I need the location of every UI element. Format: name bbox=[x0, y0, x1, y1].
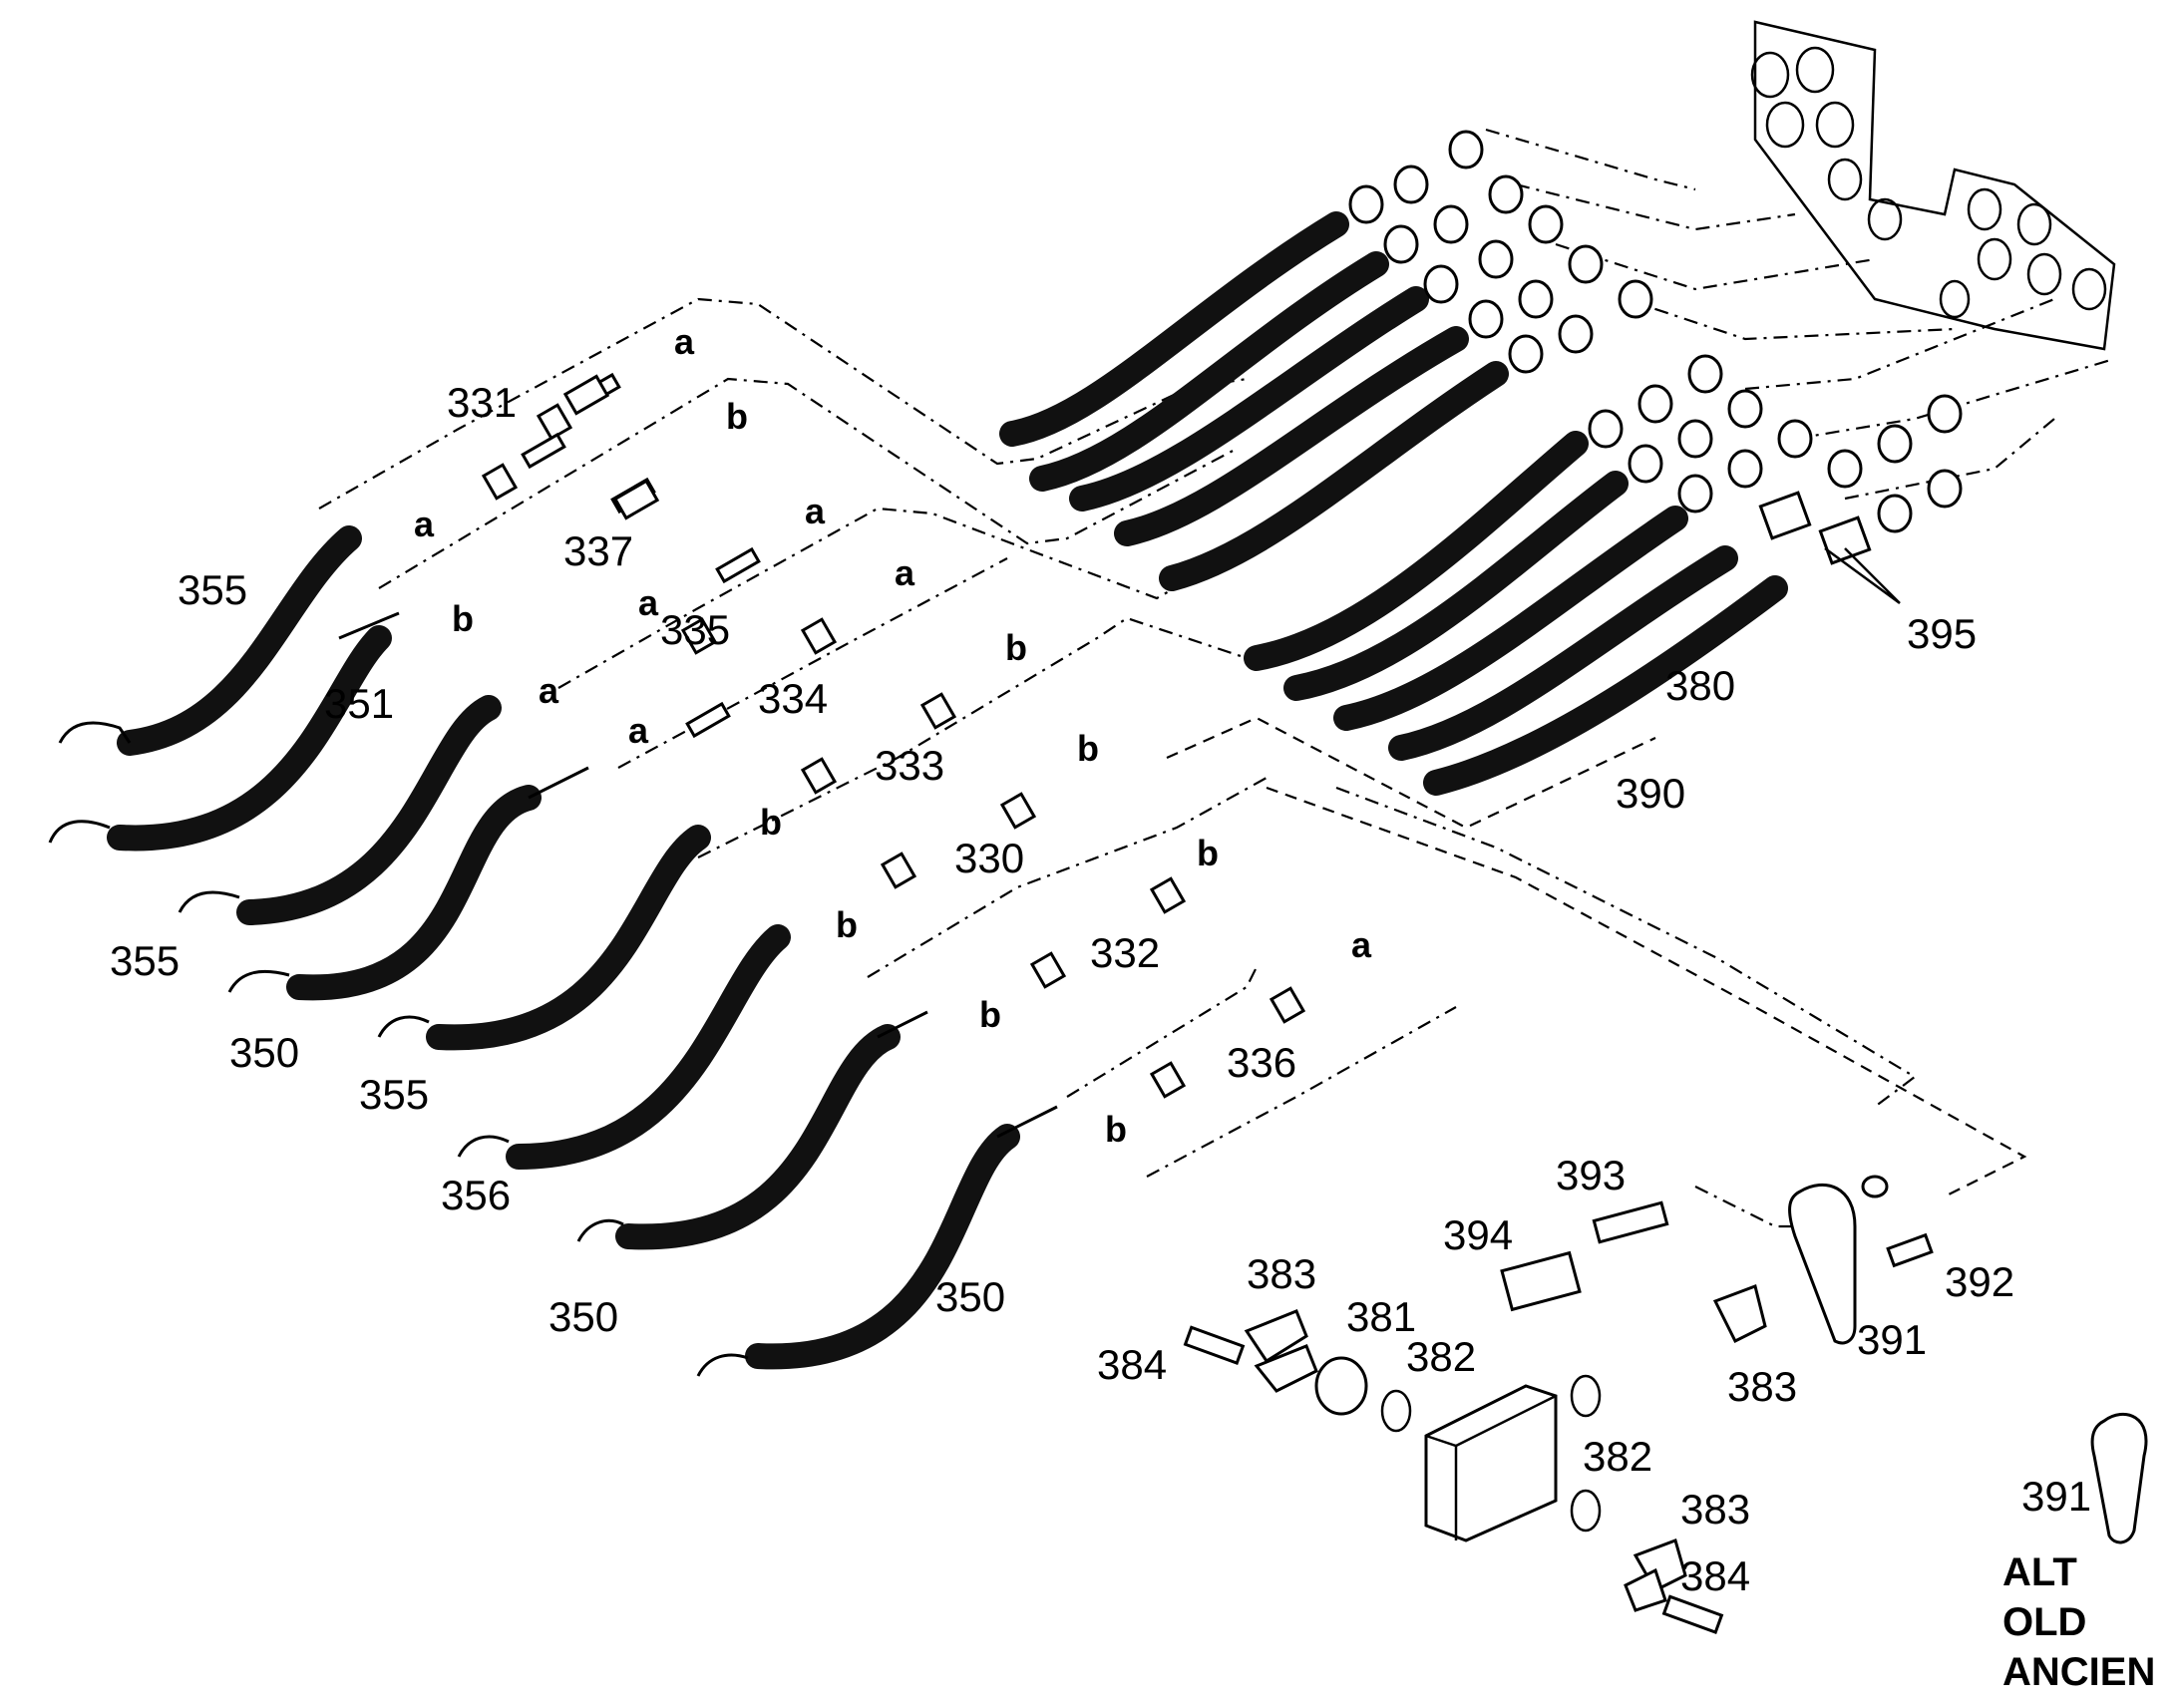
part-label: 383 bbox=[1247, 1250, 1316, 1297]
connection-letter: b bbox=[760, 802, 782, 843]
part-label: 335 bbox=[660, 606, 730, 653]
connection-letter: b bbox=[1005, 627, 1027, 668]
connection-letter: b bbox=[452, 598, 474, 639]
connection-letter: a bbox=[805, 491, 826, 531]
connection-letter: a bbox=[674, 321, 695, 362]
connection-letter: b bbox=[1105, 1109, 1127, 1150]
part-labels: 331 337 355 351 335 334 333 330 355 350 … bbox=[110, 379, 2091, 1599]
part-label: 351 bbox=[324, 680, 394, 727]
connection-letter: b bbox=[1077, 728, 1099, 769]
part-label: 350 bbox=[548, 1293, 618, 1340]
valve-block-assembly bbox=[1183, 1175, 2148, 1634]
note-line: OLD bbox=[2002, 1600, 2086, 1644]
part-label: 391 bbox=[2021, 1473, 2091, 1520]
part-label: 395 bbox=[1907, 610, 1977, 657]
upper-hose-group bbox=[999, 211, 1788, 796]
note-line: ALT bbox=[2002, 1550, 2077, 1594]
connection-letter: a bbox=[1351, 924, 1372, 965]
part-label: 336 bbox=[1227, 1039, 1296, 1086]
part-label: 380 bbox=[1665, 662, 1735, 709]
part-label: 391 bbox=[1857, 1316, 1927, 1363]
part-label: 350 bbox=[229, 1029, 299, 1076]
part-label: 350 bbox=[935, 1273, 1005, 1320]
note-line: ANCIEN bbox=[2002, 1650, 2155, 1694]
part-label: 355 bbox=[359, 1071, 429, 1118]
left-hose-group bbox=[48, 525, 1058, 1377]
part-label: 390 bbox=[1616, 770, 1685, 817]
part-label: 393 bbox=[1556, 1152, 1626, 1198]
part-label: 384 bbox=[1680, 1552, 1750, 1599]
connection-letter: a bbox=[628, 710, 649, 751]
tube-adapters bbox=[481, 372, 1306, 1099]
part-label: 381 bbox=[1346, 1293, 1416, 1340]
connection-letter: a bbox=[895, 552, 915, 593]
part-label: 392 bbox=[1945, 1258, 2014, 1305]
part-label: 334 bbox=[758, 675, 828, 722]
part-label: 382 bbox=[1583, 1433, 1652, 1480]
connection-letter: a bbox=[539, 670, 559, 711]
routing-lines bbox=[318, 128, 2115, 1228]
part-label: 382 bbox=[1406, 1333, 1476, 1380]
connection-letter: b bbox=[726, 396, 748, 437]
fittings-rings bbox=[1348, 130, 1963, 605]
manifold-plates bbox=[1750, 20, 2116, 351]
part-label: 394 bbox=[1443, 1211, 1513, 1258]
connection-letters: a b a b a a a b b b b b b a b a a bbox=[414, 321, 1372, 1150]
part-label: 356 bbox=[441, 1172, 511, 1218]
part-label: 383 bbox=[1680, 1486, 1750, 1533]
connection-letter: b bbox=[1197, 833, 1219, 873]
connection-letter: a bbox=[638, 582, 659, 623]
part-label: 331 bbox=[447, 379, 517, 426]
part-label: 384 bbox=[1097, 1341, 1167, 1388]
alt-old-ancien-note: ALT OLD ANCIEN bbox=[2002, 1550, 2155, 1694]
connection-letter: b bbox=[979, 994, 1001, 1035]
part-label: 383 bbox=[1727, 1363, 1797, 1410]
part-label: 332 bbox=[1090, 929, 1160, 976]
part-label: 333 bbox=[875, 742, 944, 789]
connection-letter: b bbox=[836, 904, 858, 945]
part-label: 337 bbox=[563, 527, 633, 574]
part-label: 330 bbox=[954, 835, 1024, 881]
part-label: 355 bbox=[110, 937, 180, 984]
connection-letter: a bbox=[414, 504, 435, 544]
part-label: 355 bbox=[178, 566, 247, 613]
